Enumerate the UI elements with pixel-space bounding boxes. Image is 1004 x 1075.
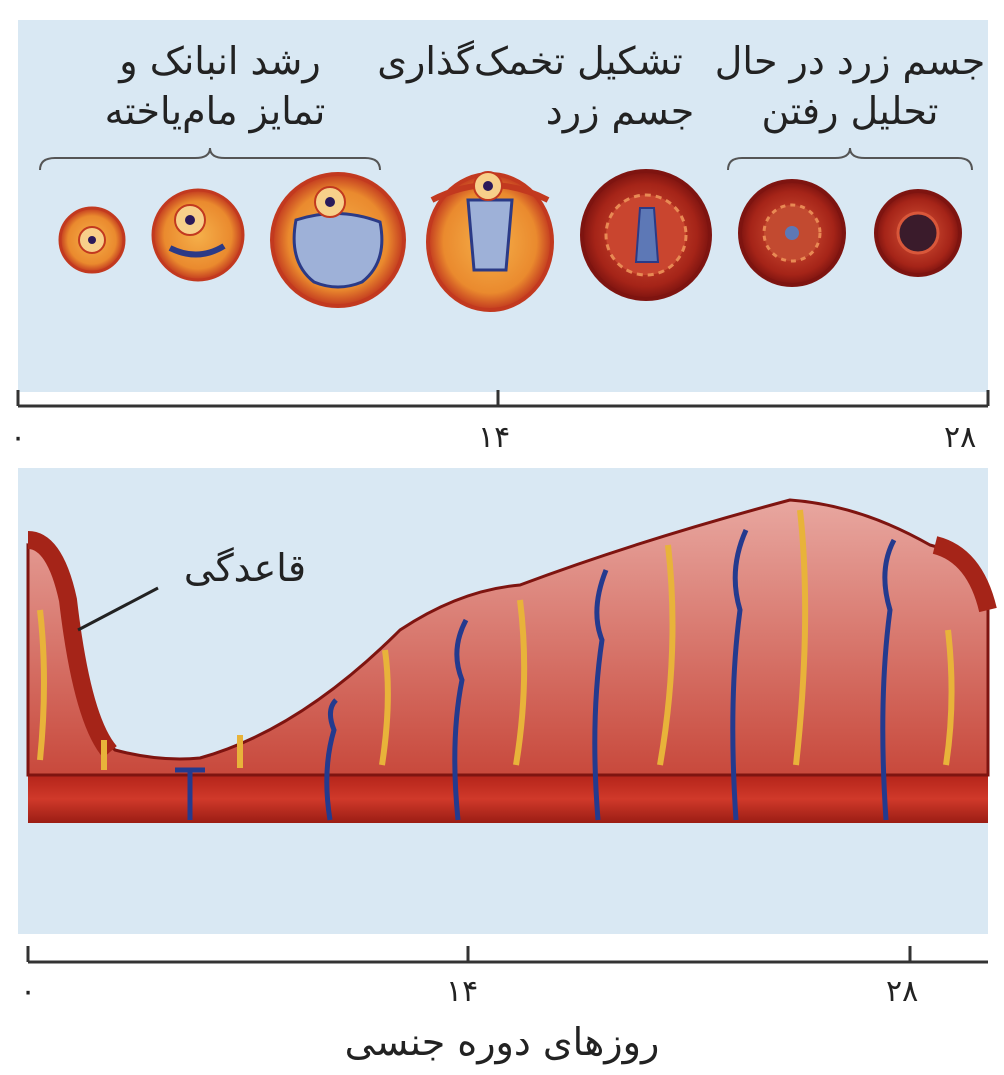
top-axis-tick-14: ۱۴: [478, 420, 510, 455]
top-axis-tick-28: ۲۸: [944, 420, 976, 455]
bottom-axis: [28, 946, 988, 962]
degenerating-corpus-luteum-2: [876, 191, 960, 275]
degenerating-corpus-luteum-1: [740, 181, 844, 285]
degenerating-label-line1: جسم زرد در حال: [700, 38, 1000, 84]
follicle-stage-1: [60, 208, 124, 272]
ovulating-follicle: [428, 172, 552, 310]
corpus-luteum: [582, 171, 710, 299]
follicle-stage-3: [272, 174, 404, 306]
degenerating-label-line2: تحلیل رفتن: [730, 88, 970, 134]
axis-title: روزهای دوره جنسی: [0, 1020, 1004, 1064]
follicle-growth-label-line2: تمایز مام‌یاخته: [70, 88, 360, 134]
top-axis: [18, 390, 988, 406]
stage-brackets: [40, 148, 972, 170]
follicle-stage-2: [153, 190, 243, 280]
formation-label: تشکیل: [565, 38, 695, 84]
follicle-growth-label-line1: رشد انبانک و: [80, 38, 360, 84]
corpus-luteum-label: جسم زرد: [540, 88, 700, 134]
top-axis-tick-0: ۰: [10, 420, 26, 455]
ovulation-word-1: تخمک‌گذاری: [405, 38, 565, 84]
endometrium-leader-line: [78, 588, 158, 630]
bottom-axis-tick-28: ۲۸: [886, 974, 918, 1009]
bottom-axis-tick-0: ۰: [20, 974, 36, 1009]
bottom-axis-tick-14: ۱۴: [446, 974, 478, 1009]
menstruation-label: قاعدگی: [160, 545, 330, 591]
